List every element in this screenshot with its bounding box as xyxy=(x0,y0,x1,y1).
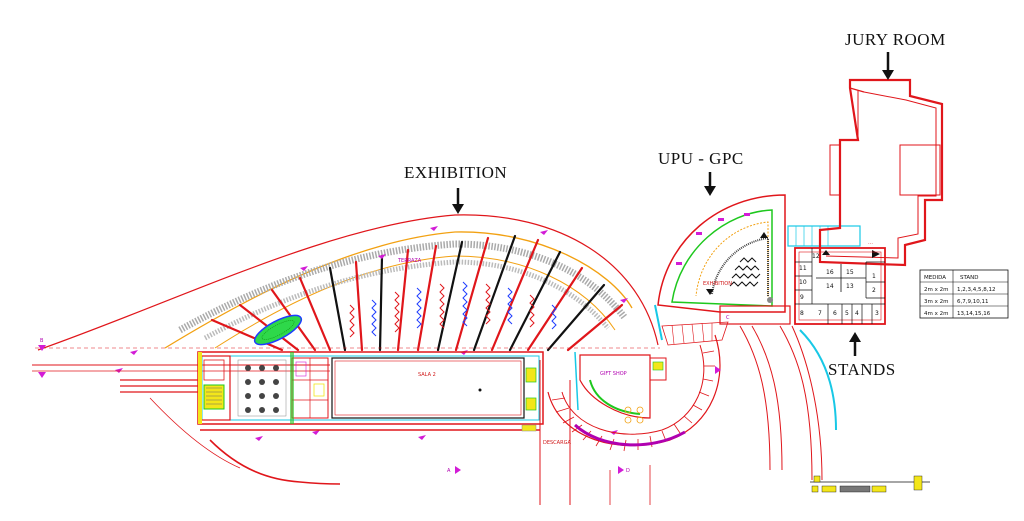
stand-number: 5 xyxy=(845,310,849,317)
stands-area: 12 11 10 9 8 7 6 5 4 3 16 15 14 13 1 2 xyxy=(794,247,886,325)
stand-number: 3 xyxy=(875,310,879,317)
stand-size-table: MEDIDA STAND 2m x 2m 1,2,3,4,5,8,12 3m x… xyxy=(919,269,1009,319)
stands-label: STANDS xyxy=(828,360,896,379)
stand-number: 11 xyxy=(799,265,807,272)
stand-number: 16 xyxy=(826,269,834,276)
jury-room-building: … xyxy=(787,78,944,267)
section-mark-d: D xyxy=(626,468,630,474)
scale-bar xyxy=(810,475,930,493)
section-mark-a: A xyxy=(447,468,451,474)
table-cell: 6,7,9,10,11 xyxy=(957,299,989,305)
stand-number: 10 xyxy=(799,279,807,286)
stand-number: 6 xyxy=(833,310,837,317)
stand-number: 15 xyxy=(846,269,854,276)
section-mark-c: C xyxy=(726,315,730,321)
jury-room-label: JURY ROOM xyxy=(845,30,946,49)
section-markers: B A D C xyxy=(38,315,730,474)
stand-number: 9 xyxy=(800,294,804,301)
exhibition-label: EXHIBITION xyxy=(404,163,507,182)
stand-number: 12 xyxy=(812,253,820,260)
jury-small-text: … xyxy=(868,240,873,246)
green-oval-terrace xyxy=(253,314,303,346)
annotations: JURY ROOM UPU - GPC EXHIBITION STANDS xyxy=(404,30,946,379)
table-cell: 2m x 2m xyxy=(924,287,948,293)
terraza-label: TERRAZA xyxy=(397,258,422,264)
stand-number: 2 xyxy=(872,287,876,294)
table-header: MEDIDA xyxy=(924,275,946,281)
descarga-label: DESCARGA xyxy=(543,440,571,446)
table-cell: 1,2,3,4,5,8,12 xyxy=(957,287,995,293)
upu-gpc-fan: EXHIBITION xyxy=(654,194,837,481)
exhibition-small-label: EXHIBITION xyxy=(703,281,732,287)
exhibition-wing: TERRAZA xyxy=(35,214,660,441)
section-mark-b: B xyxy=(40,338,44,344)
gift-shop-area: GIFT SHOP xyxy=(547,334,721,505)
gift-shop-label: GIFT SHOP xyxy=(600,371,627,377)
cafe-tables xyxy=(245,365,279,413)
stand-number: 13 xyxy=(846,283,854,290)
stand-number: 4 xyxy=(855,310,859,317)
sala-label: SALA 2 xyxy=(418,372,436,378)
stand-number: 8 xyxy=(800,310,804,317)
stand-number: 7 xyxy=(818,310,822,317)
main-building: SALA 2 DESCARGA xyxy=(32,351,571,505)
stand-number: 14 xyxy=(826,283,834,290)
stand-number: 1 xyxy=(872,273,876,280)
upu-gpc-label: UPU - GPC xyxy=(658,149,744,168)
table-header: STAND xyxy=(960,275,979,281)
table-cell: 4m x 2m xyxy=(924,311,948,317)
table-cell: 13,14,15,16 xyxy=(957,311,991,317)
table-cell: 3m x 2m xyxy=(924,299,948,305)
